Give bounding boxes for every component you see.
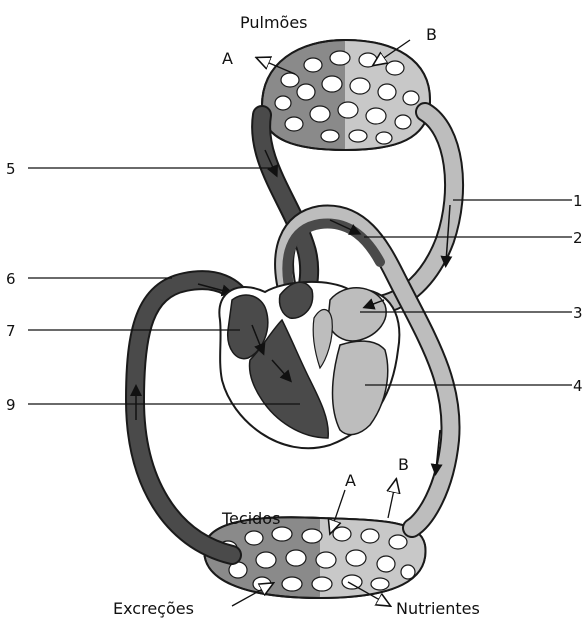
number-4: 4 xyxy=(573,377,582,395)
lungs-label: Pulmões xyxy=(240,13,308,32)
number-3: 3 xyxy=(573,304,582,322)
left-ventricle xyxy=(333,341,388,435)
lung-capillaries xyxy=(262,40,430,150)
excretions-label: Excreções xyxy=(113,599,194,618)
tissue-a-label: A xyxy=(345,471,356,490)
number-1: 1 xyxy=(573,192,582,210)
lung-a-label: A xyxy=(222,49,233,68)
number-2: 2 xyxy=(573,229,582,247)
number-7: 7 xyxy=(6,322,16,340)
heart xyxy=(219,282,399,448)
number-9: 9 xyxy=(6,396,16,414)
number-6: 6 xyxy=(6,270,16,288)
number-5: 5 xyxy=(6,160,16,178)
tissue-b-label: B xyxy=(398,455,409,474)
lung-b-label: B xyxy=(426,25,437,44)
nutrients-label: Nutrientes xyxy=(396,599,480,618)
tissues-label: Tecidos xyxy=(221,509,280,528)
